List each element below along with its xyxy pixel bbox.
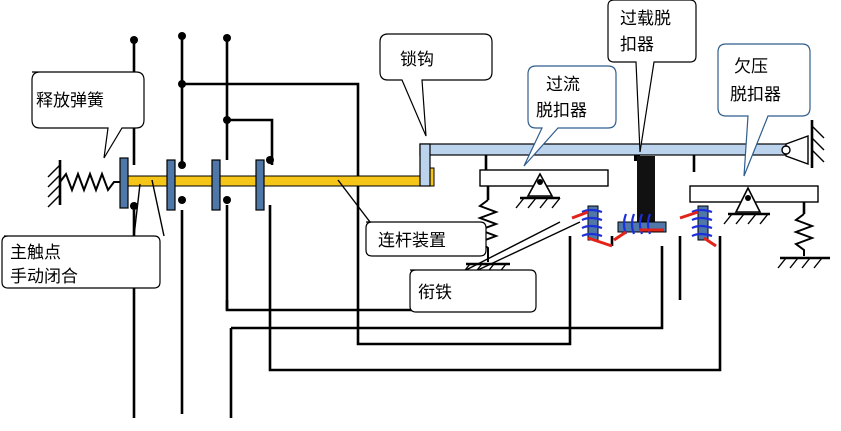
label-undervoltage-release-line1: 欠压 xyxy=(734,57,768,77)
label-linkage: 连杆装置 xyxy=(378,231,446,251)
undervoltage-coil xyxy=(679,205,717,248)
undervoltage-spring xyxy=(777,202,830,269)
label-armature: 衔铁 xyxy=(418,283,452,303)
callout-linkage: 连杆装置 xyxy=(365,221,487,257)
latch-pivot xyxy=(781,120,825,168)
callout-main-contact: 主触点 手动闭合 xyxy=(1,235,161,289)
callout-overload-release: 过载脱 扣器 xyxy=(607,0,697,153)
callout-latch: 锁钩 xyxy=(379,33,493,137)
overload-plunger xyxy=(634,155,655,224)
label-overload-release-line2: 扣器 xyxy=(620,35,654,55)
label-main-contact-line2: 手动闭合 xyxy=(10,267,78,287)
overcurrent-lever xyxy=(479,155,609,209)
callout-armature: 衔铁 xyxy=(409,269,537,313)
power-lines xyxy=(130,32,274,418)
overcurrent-coil xyxy=(571,205,613,248)
release-spring xyxy=(59,171,122,193)
callout-undervoltage-release: 欠压 脱扣器 xyxy=(717,43,811,177)
latch-bar xyxy=(419,143,787,156)
label-latch: 锁钩 xyxy=(400,50,434,70)
label-undervoltage-release-line2: 脱扣器 xyxy=(730,85,781,105)
latch-hook xyxy=(419,143,431,187)
left-wall xyxy=(47,160,62,208)
label-release-spring: 释放弹簧 xyxy=(36,91,104,111)
label-overcurrent-release-line2: 脱扣器 xyxy=(536,101,587,121)
label-overcurrent-release-line1: 过流 xyxy=(546,75,580,95)
undervoltage-lever xyxy=(689,155,819,225)
callout-overcurrent-release: 过流 脱扣器 xyxy=(523,65,617,167)
contact-pads xyxy=(119,157,265,211)
label-main-contact-line1: 主触点 xyxy=(10,243,61,263)
callout-release-spring: 释放弹簧 xyxy=(31,71,145,159)
overload-heater xyxy=(613,213,667,242)
callout-pointers xyxy=(133,179,581,271)
label-overload-release-line1: 过载脱 xyxy=(620,9,671,29)
